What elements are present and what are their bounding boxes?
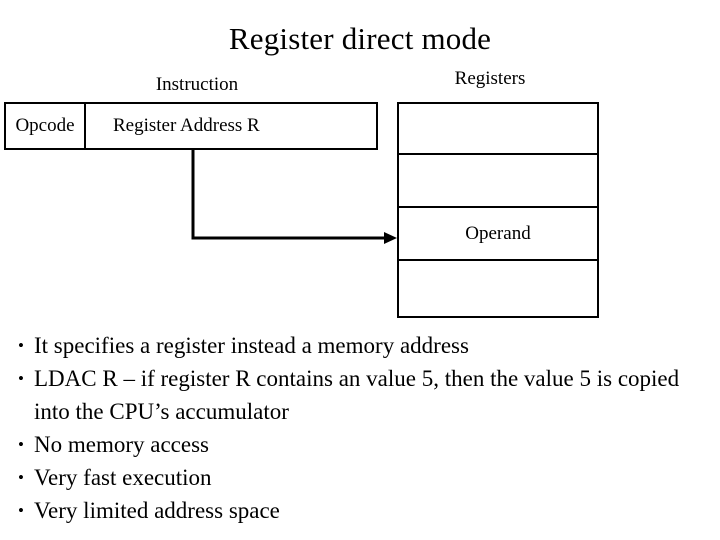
bullet-list: • It specifies a register instead a memo… [8, 329, 720, 527]
list-item-label: Very fast execution [34, 465, 212, 490]
bullet-icon: • [18, 501, 24, 520]
list-item-label: Very limited address space [34, 498, 280, 523]
register-row-operand: Operand [399, 208, 597, 261]
list-item: • LDAC R – if register R contains an val… [8, 362, 720, 428]
instruction-caption: Instruction [155, 74, 239, 95]
registers-caption: Registers [454, 68, 526, 89]
list-item: • Very fast execution [8, 461, 720, 494]
instruction-field-opcode: Opcode [6, 104, 86, 148]
list-item-label: No memory access [34, 432, 209, 457]
bullet-icon: • [18, 369, 24, 388]
list-item: • It specifies a register instead a memo… [8, 329, 720, 362]
instruction-box: Opcode Register Address R [4, 102, 378, 150]
bullet-icon: • [18, 468, 24, 487]
list-item-label: It specifies a register instead a memory… [34, 333, 469, 358]
list-item: • No memory access [8, 428, 720, 461]
register-row [399, 261, 597, 316]
instruction-field-register-address: Register Address R [113, 115, 260, 136]
bullet-icon: • [18, 435, 24, 454]
bullet-icon: • [18, 336, 24, 355]
registers-box: Operand [397, 102, 599, 318]
page-title: Register direct mode [228, 21, 492, 56]
list-item-label: LDAC R – if register R contains an value… [34, 366, 680, 424]
register-row [399, 104, 597, 155]
register-row [399, 155, 597, 208]
list-item: • Very limited address space [8, 494, 720, 527]
